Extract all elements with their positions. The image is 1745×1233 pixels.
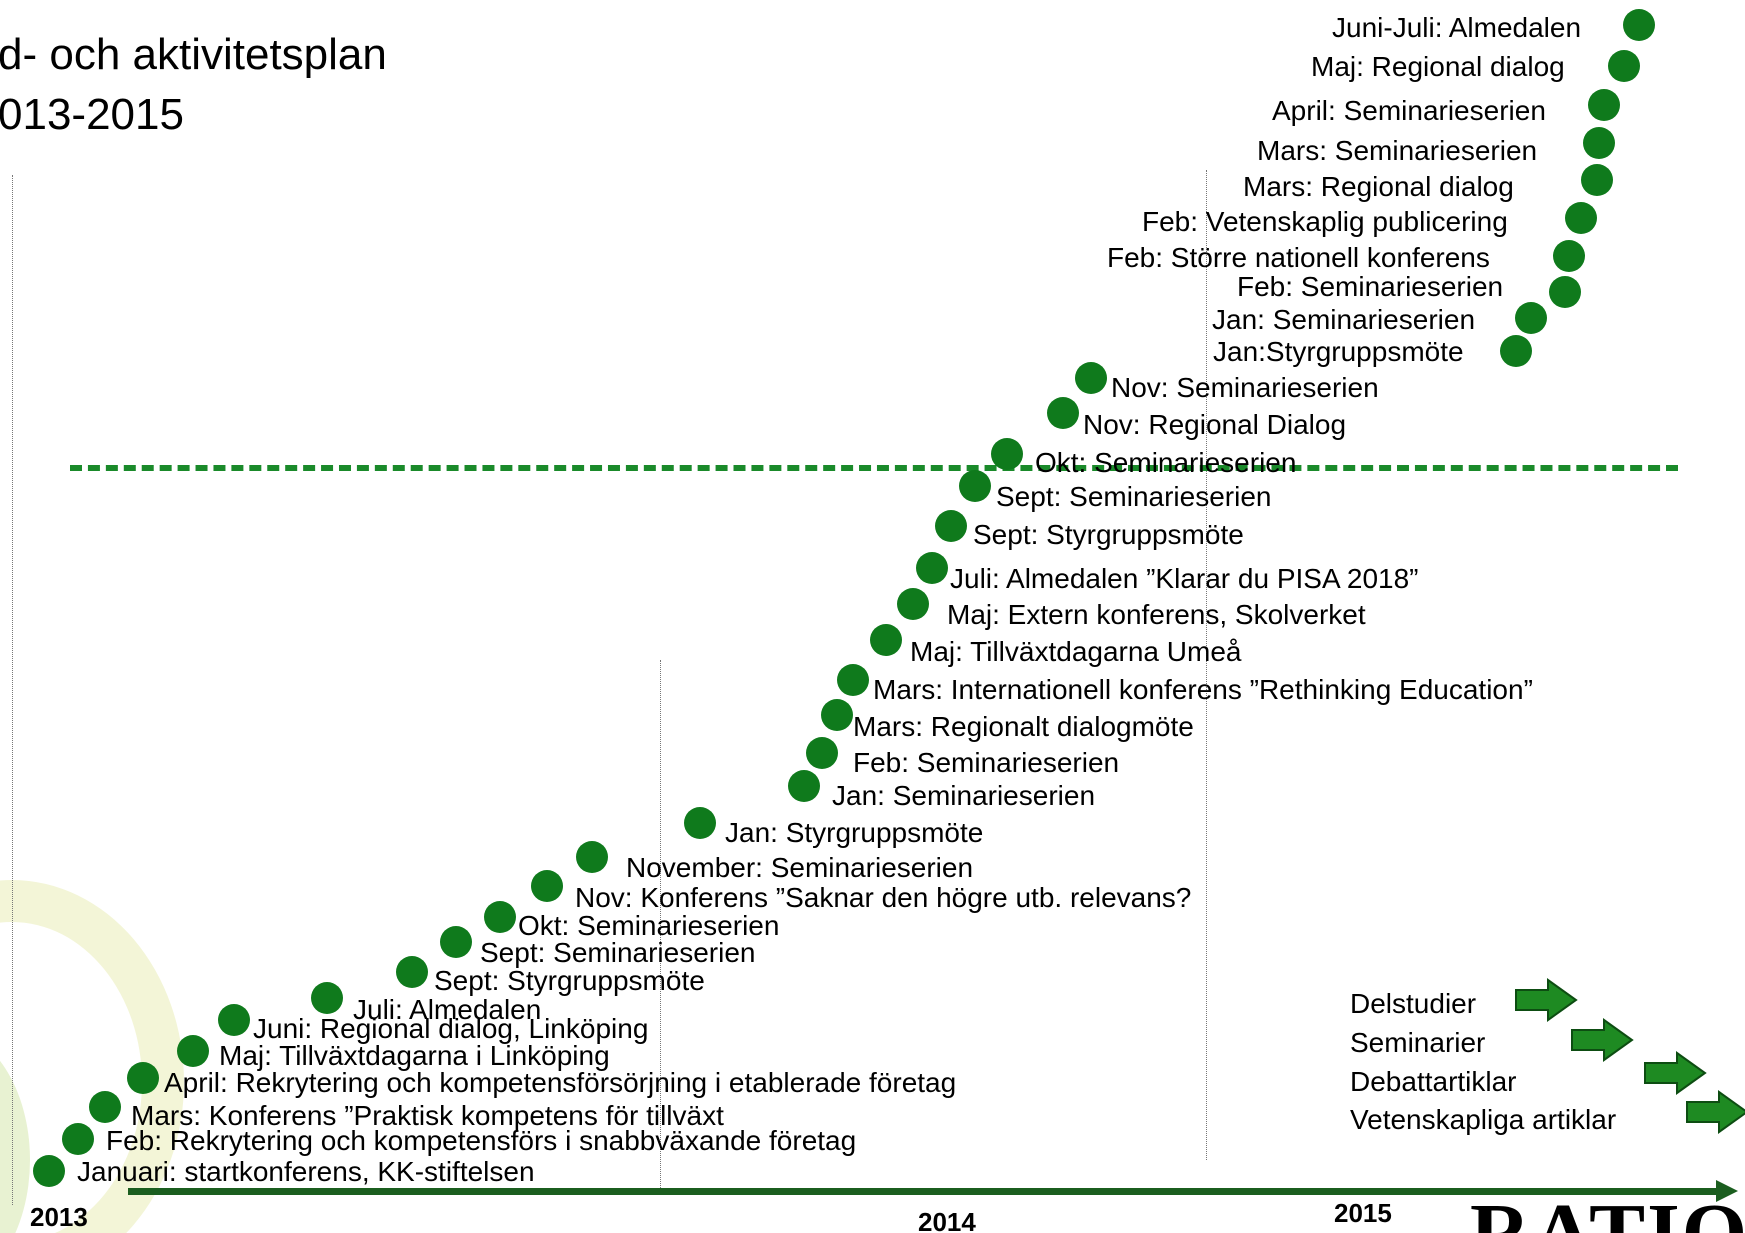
event-label: Juli: Almedalen — [353, 994, 542, 1025]
event-label: Okt: Seminarieserien — [518, 910, 780, 941]
event-dot — [1565, 202, 1597, 234]
event-label: Juni-Juli: Almedalen — [1332, 12, 1582, 43]
event-label: Maj: Tillväxtdagarna i Linköping — [219, 1040, 610, 1071]
year-divider-2013 — [12, 175, 13, 1205]
event-label: Feb: Större nationell konferens — [1107, 242, 1490, 273]
arrow-right-icon — [1571, 1018, 1634, 1062]
event-dot — [806, 737, 838, 769]
event-label: April: Seminarieserien — [1272, 95, 1546, 126]
event-label: Mars: Seminarieserien — [1257, 135, 1538, 166]
year-divider-2015 — [1206, 170, 1207, 1160]
year-label-2014: 2014 — [918, 1207, 976, 1233]
event-dot — [1549, 276, 1581, 308]
event-label: Sept: Styrgruppsmöte — [973, 519, 1244, 550]
event-dot — [440, 926, 472, 958]
event-dot — [837, 664, 869, 696]
event-dot — [959, 470, 991, 502]
event-dot — [531, 870, 563, 902]
legend-label-delstudier: Delstudier — [1350, 988, 1477, 1019]
event-dot — [991, 438, 1023, 470]
event-dot — [916, 552, 948, 584]
ratio-logo: RATIO — [1470, 1192, 1745, 1233]
event-dot — [788, 770, 820, 802]
event-dot — [935, 510, 967, 542]
event-dot — [218, 1004, 250, 1036]
event-dot — [311, 982, 343, 1014]
event-label: Maj: Tillväxtdagarna Umeå — [910, 636, 1242, 667]
event-label: Juni: Regional dialog, Linköping — [253, 1013, 649, 1044]
dashed-divider-line — [70, 465, 1678, 471]
event-dot — [1553, 240, 1585, 272]
event-label: November: Seminarieserien — [626, 852, 974, 883]
event-label: April: Rekrytering och kompetensförsörjn… — [164, 1067, 957, 1098]
event-label: Jan: Seminarieserien — [1212, 304, 1476, 335]
event-label: Maj: Extern konferens, Skolverket — [947, 599, 1366, 630]
year-label-2015: 2015 — [1334, 1198, 1392, 1228]
timeline-axis — [128, 1188, 1718, 1195]
event-dot — [1515, 302, 1547, 334]
year-label-2013: 2013 — [30, 1202, 88, 1232]
event-dot — [1623, 9, 1655, 41]
event-dot — [870, 624, 902, 656]
event-label: Juli: Almedalen ”Klarar du PISA 2018” — [950, 563, 1419, 594]
event-dot — [1047, 397, 1079, 429]
event-dot — [821, 699, 853, 731]
event-label: Jan:Styrgruppsmöte — [1213, 336, 1464, 367]
event-dot — [1075, 362, 1107, 394]
event-dot — [177, 1035, 209, 1067]
event-label: Jan: Seminarieserien — [832, 780, 1096, 811]
event-dot — [897, 588, 929, 620]
event-label: Nov: Seminarieserien — [1111, 372, 1379, 403]
legend-label-vetenskapliga-artiklar: Vetenskapliga artiklar — [1350, 1104, 1617, 1135]
event-dot — [89, 1091, 121, 1123]
legend-label-seminarier: Seminarier — [1350, 1027, 1486, 1058]
event-label: Nov: Regional Dialog — [1083, 409, 1347, 440]
event-dot — [576, 841, 608, 873]
event-label: Nov: Konferens ”Saknar den högre utb. re… — [575, 882, 1192, 913]
timeline-axis-arrowhead — [1716, 1180, 1738, 1202]
event-dot — [1500, 335, 1532, 367]
event-dot — [1581, 164, 1613, 196]
page-subtitle: 013-2015 — [0, 90, 184, 139]
event-label: Maj: Regional dialog — [1311, 51, 1565, 82]
event-dot — [396, 956, 428, 988]
arrow-right-icon — [1644, 1051, 1707, 1095]
event-label: Feb: Rekrytering och kompetensförs i sna… — [106, 1125, 857, 1156]
event-dot — [127, 1062, 159, 1094]
event-label: Feb: Seminarieserien — [853, 747, 1120, 778]
legend-label-debattartiklar: Debattartiklar — [1350, 1066, 1517, 1097]
event-label: Sept: Seminarieserien — [996, 481, 1272, 512]
event-label: Sept: Styrgruppsmöte — [434, 965, 705, 996]
event-label: Mars: Internationell konferens ”Rethinki… — [873, 674, 1533, 705]
event-dot — [62, 1123, 94, 1155]
event-dot — [1583, 127, 1615, 159]
event-dot — [1608, 50, 1640, 82]
event-label: Okt: Seminarieserien — [1035, 447, 1297, 478]
event-label: Sept: Seminarieserien — [480, 937, 756, 968]
event-label: Jan: Styrgruppsmöte — [725, 817, 984, 848]
page-title: d- och aktivitetsplan — [0, 30, 387, 79]
arrow-right-icon — [1686, 1090, 1745, 1134]
event-dot — [1588, 89, 1620, 121]
event-dot — [484, 901, 516, 933]
event-label: Feb: Vetenskaplig publicering — [1142, 206, 1508, 237]
event-dot — [33, 1155, 65, 1187]
event-label: Mars: Konferens ”Praktisk kompetens för … — [131, 1100, 724, 1131]
event-label: Januari: startkonferens, KK-stiftelsen — [77, 1156, 535, 1187]
event-label: Mars: Regional dialog — [1243, 171, 1514, 202]
event-label: Mars: Regionalt dialogmöte — [853, 711, 1194, 742]
year-divider-2014 — [660, 660, 661, 1190]
event-label: Feb: Seminarieserien — [1237, 271, 1504, 302]
event-dot — [684, 807, 716, 839]
arrow-right-icon — [1515, 978, 1578, 1022]
